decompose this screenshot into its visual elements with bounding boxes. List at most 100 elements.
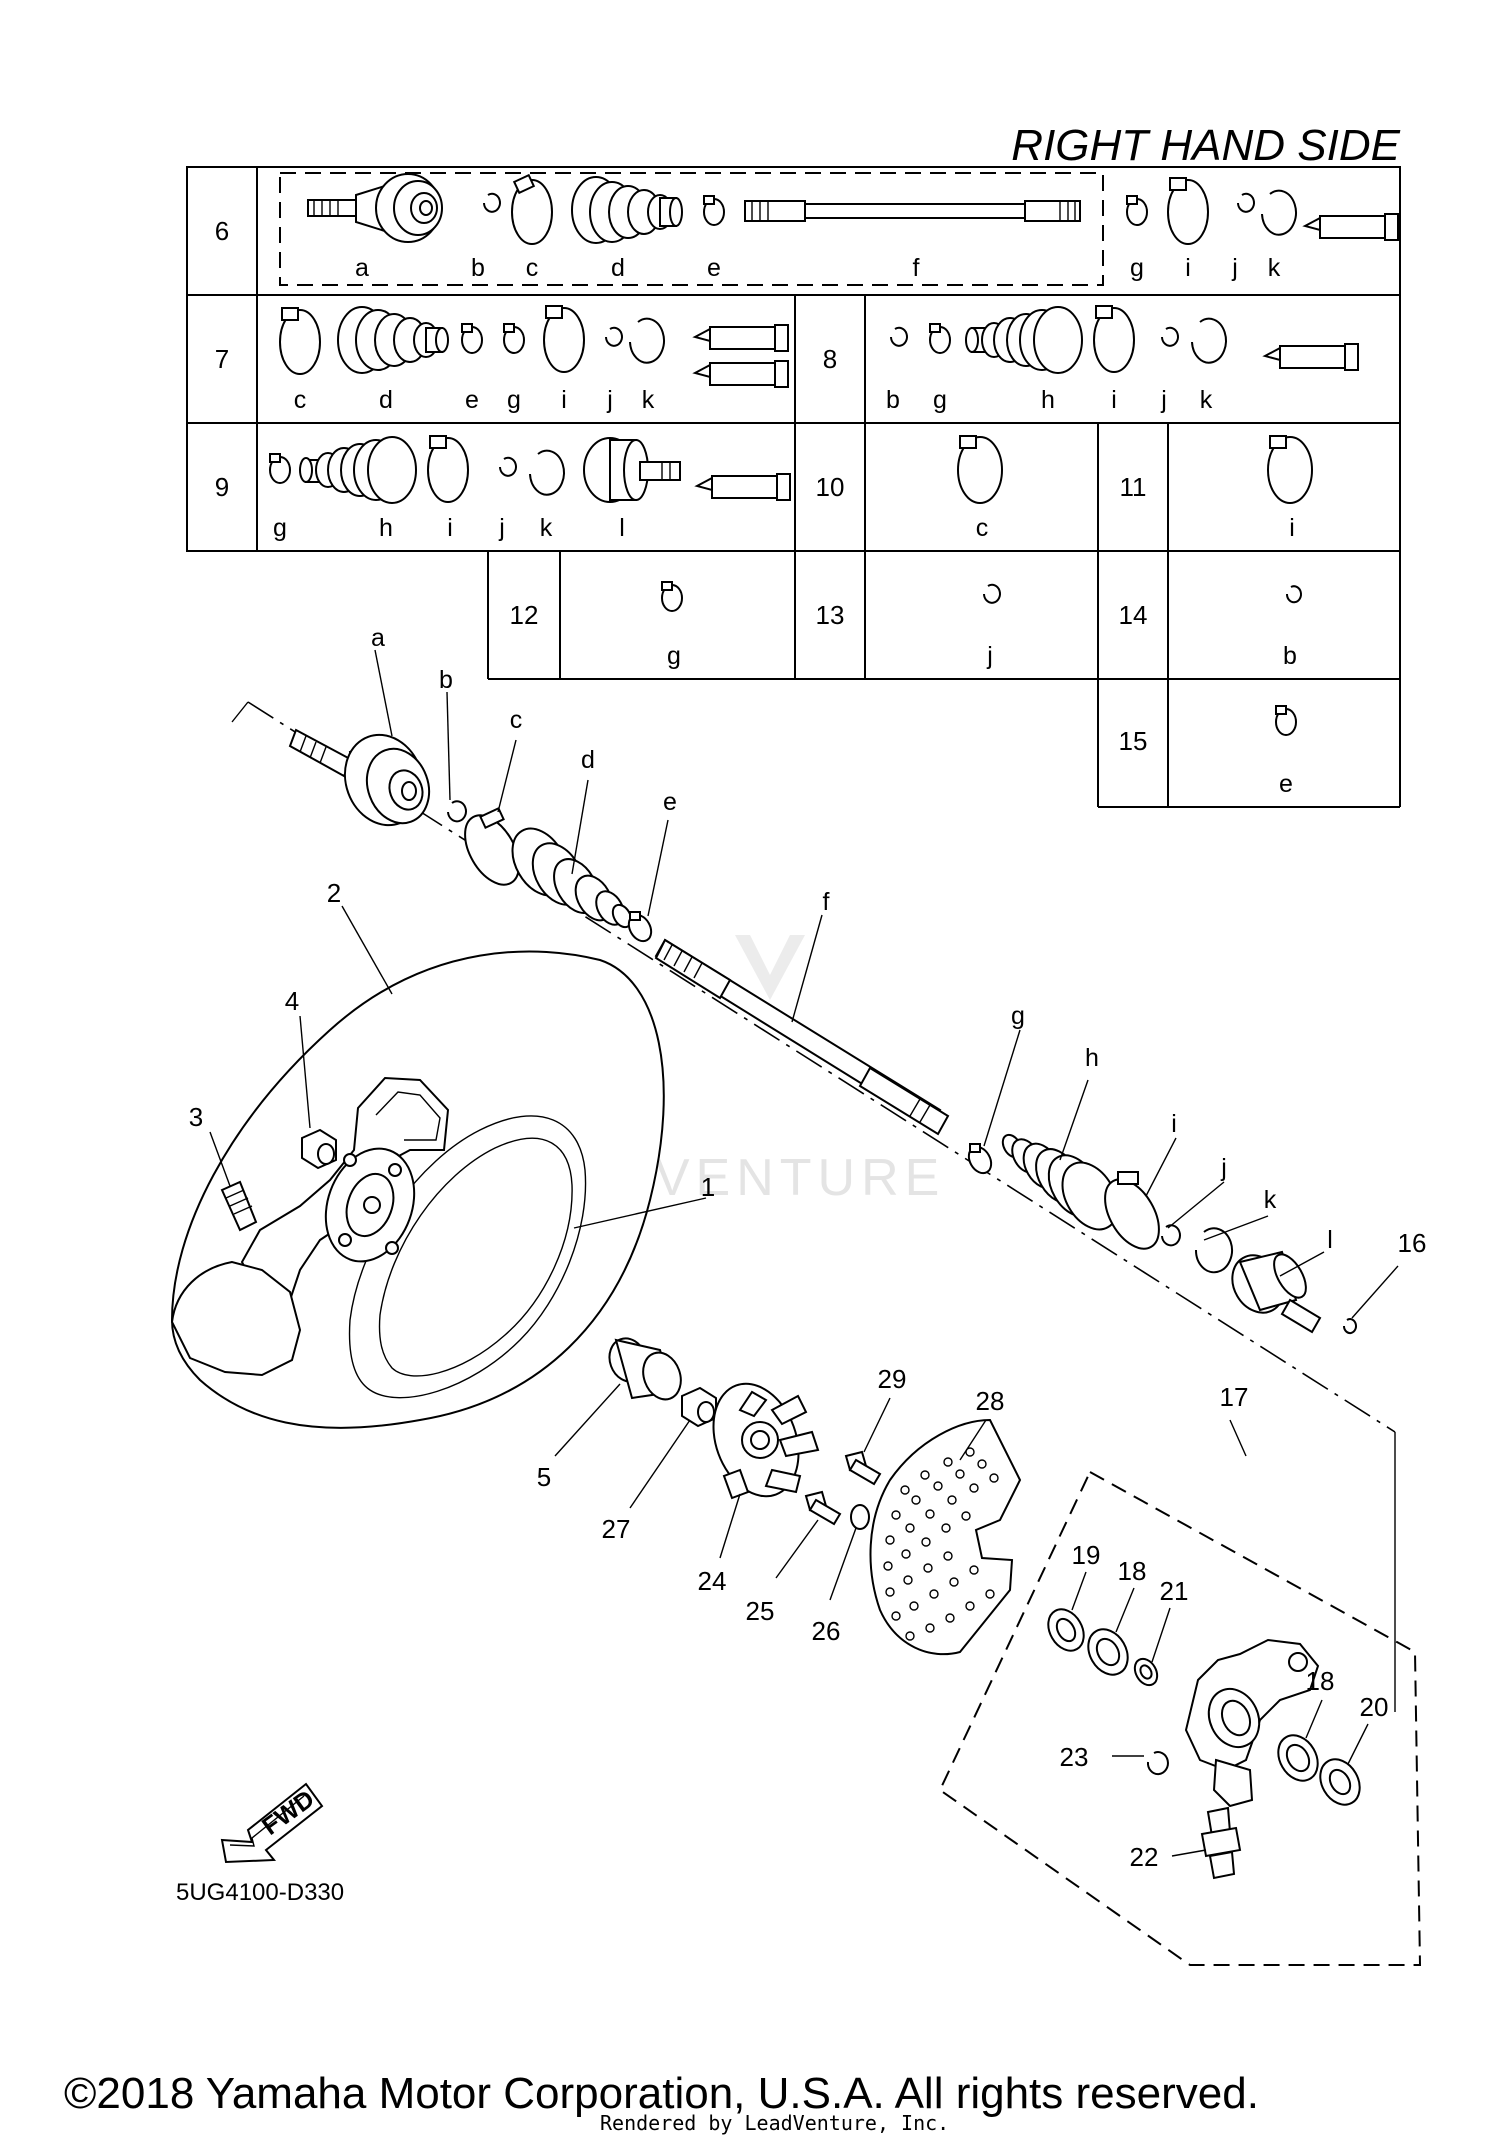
callout-18b: 18 [1306,1666,1335,1696]
kit-13-item-j: j [986,642,993,670]
grease-tube-icon [1262,343,1359,371]
rendered-by-text: Rendered by LeadVenture, Inc. [600,2111,949,2135]
diagram-code: 5UG4100-D330 [176,1879,344,1906]
kit-row-8-parts [890,305,1359,374]
kit-6-item-f: f [913,254,920,282]
kit-row-10-number: 10 [816,472,845,502]
callout-27: 27 [602,1514,631,1544]
page-title: RIGHT HAND SIDE [1011,121,1400,170]
kit-row-13-number: 13 [816,600,845,630]
kit-7-item-d: d [379,386,393,414]
boot-band-icon-c [279,307,321,375]
boot-band-part-i [1104,1171,1160,1250]
kit-6-item-k: k [1268,254,1281,282]
circlip-icon-b [890,326,908,347]
small-band-icon [703,195,725,226]
kit-15-item-e: e [1279,770,1293,798]
collar-part-5 [608,1337,682,1401]
kit-row-12-number: 12 [510,600,539,630]
oil-seal-part-20 [1319,1758,1361,1806]
boot-icon-h [299,436,417,504]
circlip-icon-j [605,326,623,347]
callout-29: 29 [878,1364,907,1394]
callout-numbers: 1 2 3 4 5 16 17 18 18 19 20 21 22 23 24 … [189,878,1427,1872]
small-band-icon-e [461,323,483,354]
copyright-text: ©2018 Yamaha Motor Corporation, U.S.A. A… [64,2069,1259,2118]
kit-9-item-j: j [498,514,505,542]
kit-6-item-b: b [471,254,485,282]
kit-7-item-g: g [507,386,521,414]
kit-row-7-parts [279,305,789,388]
nut-part-4 [301,1128,337,1170]
small-band-icon-e-row15 [1275,705,1297,736]
hub-parts [608,1337,1022,1656]
boot-part-d [511,827,633,929]
kit-9-item-l: l [619,514,625,542]
grease-tube-icon-1 [692,324,789,352]
kit-row-6-parts [307,173,1399,245]
callout-h: h [1085,1044,1099,1072]
callout-b: b [439,666,453,694]
kit-7-item-j: j [606,386,613,414]
kit-6-item-c: c [526,254,539,282]
callout-letters: a b c d e f g h i j k l [371,624,1333,1254]
kit-6-item-a: a [355,254,369,282]
circlip-icon-j [1161,326,1179,347]
kit-row-6-number: 6 [215,216,229,246]
kit-table [186,166,1401,808]
leader-lines [209,649,1399,1857]
spacer-part-21 [1133,1657,1159,1687]
small-band-icon-g [1126,195,1148,226]
knuckle-part [1184,1638,1320,1808]
kit-9-item-k: k [540,514,553,542]
callout-5: 5 [537,1462,551,1492]
circlip-icon [483,192,501,213]
snap-ring-icon-k [629,317,665,364]
shaft-part-f [654,938,950,1136]
callout-e: e [663,788,677,816]
circlip-icon-j [499,456,517,477]
drive-shaft-icon [744,200,1081,222]
callout-3: 3 [189,1102,203,1132]
bolt-part-29 [844,1450,882,1486]
kit-8-item-i: i [1111,386,1117,414]
kit-row-9-parts [269,435,791,504]
kit-14-item-b: b [1283,642,1297,670]
callout-1: 1 [701,1172,715,1202]
fwd-arrow-icon: FWD [220,1782,324,1864]
exploded-drive-shaft [288,728,1357,1335]
kit-row-9-number: 9 [215,472,229,502]
boot-band-icon-i [1093,305,1135,373]
callout-d: d [581,746,595,774]
boot-band-icon-i [1167,177,1209,245]
small-band-icon-g-row12 [661,581,683,612]
small-band-icon-g [503,323,525,354]
kit-row-numbers: 6 7 8 9 10 11 12 13 14 15 [215,216,1148,756]
brake-disc-part-28 [869,1418,1022,1656]
grease-tube-icon [1302,213,1399,241]
callout-19: 19 [1072,1540,1101,1570]
callout-2: 2 [327,878,341,908]
kit-single-parts [661,435,1313,736]
outer-cv-joint-part-l [1231,1250,1322,1334]
assembly-axis [231,701,1396,1712]
callout-l: l [1327,1226,1333,1254]
snap-ring-icon-k [1261,189,1297,236]
kit-6-item-g: g [1130,254,1144,282]
kit-8-item-j: j [1160,386,1167,414]
circlip-icon-j [1237,192,1255,213]
bolt-part-25 [804,1490,842,1526]
callout-g: g [1011,1002,1025,1030]
circlip-part-j [1161,1224,1181,1247]
small-band-icon-g [929,323,951,354]
snap-ring-icon-k [1191,317,1227,364]
callout-f: f [823,888,830,916]
small-band-icon-g [269,453,291,484]
boot-icon [571,176,683,244]
nut-part-27 [681,1386,717,1428]
callout-28: 28 [976,1386,1005,1416]
callout-24: 24 [698,1566,727,1596]
kit-6-item-d: d [611,254,625,282]
callout-26: 26 [812,1616,841,1646]
wheel-assembly [170,950,665,1429]
